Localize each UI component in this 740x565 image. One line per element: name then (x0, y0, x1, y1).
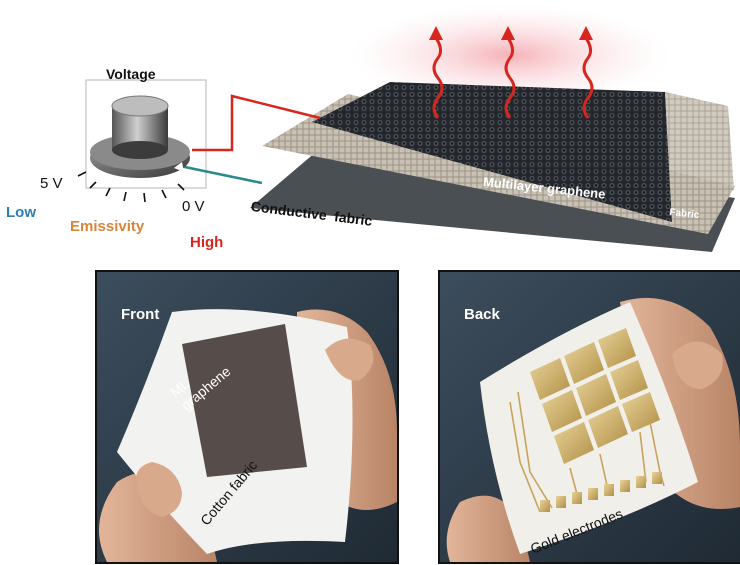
left-thumb (136, 462, 182, 517)
fabric-edge-right (665, 92, 734, 222)
back-title: Back (464, 306, 500, 323)
back-fabric (480, 302, 698, 554)
emissivity-high-label: High (190, 234, 224, 251)
device-schematic (77, 5, 735, 252)
heat-arrow-3 (582, 37, 594, 119)
knob-max-label: 5 V (40, 175, 63, 192)
graphene-patch (182, 324, 307, 477)
emissivity-low-label: Low (6, 204, 36, 221)
front-photo (97, 272, 397, 562)
right-thumb (672, 341, 723, 389)
back-photo (440, 272, 740, 562)
voltage-knob (90, 95, 190, 178)
electrode-traces (509, 391, 665, 513)
gold-electrode-grid (530, 328, 660, 464)
electrode-pads (540, 472, 662, 512)
negative-wire (179, 164, 263, 185)
positive-wire (192, 94, 321, 152)
back-photo-panel: Back Gold electrodes (438, 270, 740, 564)
knob-title: Voltage (106, 66, 156, 82)
graphene-layer (312, 82, 672, 222)
right-thumb (325, 338, 374, 381)
knob-min-label: 0 V (182, 198, 205, 215)
front-title: Front (121, 306, 160, 323)
heat-arrow-1 (432, 37, 444, 119)
knob-pointer (174, 162, 184, 172)
dial-ticks (77, 171, 185, 203)
heat-arrow-heads (429, 26, 593, 40)
emissivity-label: Emissivity (70, 218, 145, 235)
front-photo-panel: Front ML graphene Cotton fabric (95, 270, 399, 564)
conductive-fabric-layer (250, 140, 735, 252)
heat-arrow-2 (504, 37, 516, 119)
heat-arrows (432, 37, 594, 119)
